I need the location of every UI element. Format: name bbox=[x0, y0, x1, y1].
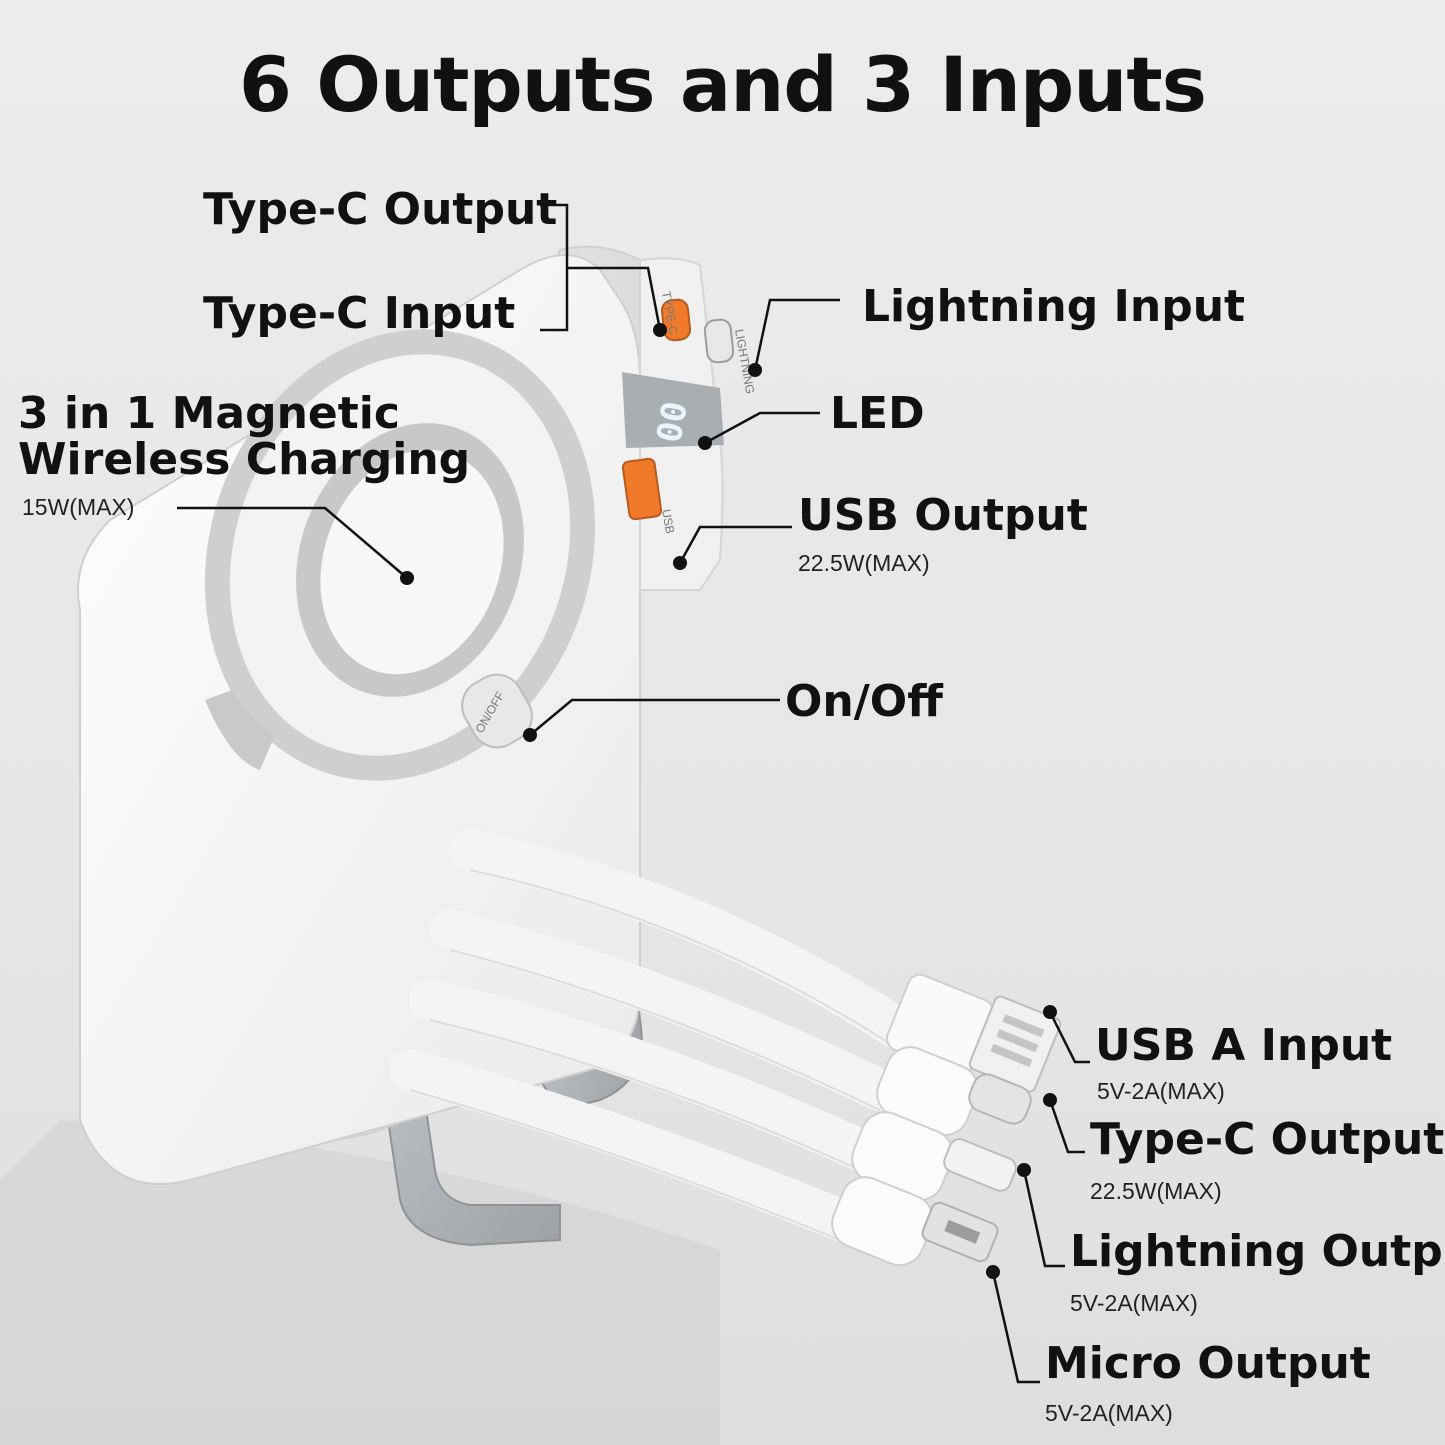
usb-port bbox=[621, 457, 663, 521]
type-c-connector bbox=[876, 1046, 1032, 1137]
charging-pad bbox=[320, 449, 504, 675]
label-usb-a-input-power: 5V-2A(MAX) bbox=[1097, 1078, 1225, 1104]
label-magnetic-power: 15W(MAX) bbox=[22, 494, 135, 520]
label-micro-output-power: 5V-2A(MAX) bbox=[1045, 1400, 1173, 1426]
label-magnetic-line1: 3 in 1 Magnetic bbox=[18, 388, 400, 439]
page-title: 6 Outputs and 3 Inputs bbox=[239, 40, 1207, 129]
label-usb-output-power: 22.5W(MAX) bbox=[798, 550, 930, 576]
label-lightning-output: Lightning Output bbox=[1070, 1226, 1445, 1277]
type-c-port bbox=[660, 298, 692, 342]
label-magnetic-line2: Wireless Charging bbox=[18, 434, 471, 485]
callout-dots bbox=[400, 323, 1057, 1279]
label-lightning-output-power: 5V-2A(MAX) bbox=[1070, 1290, 1198, 1316]
floor-shadow bbox=[0, 1120, 720, 1445]
micro-usb-connector bbox=[831, 1176, 999, 1267]
label-lightning-input: Lightning Input bbox=[862, 281, 1246, 332]
label-type-c-output-cable: Type-C Output bbox=[1090, 1114, 1445, 1165]
retractable-cables bbox=[389, 829, 921, 1241]
led-display: 00 bbox=[649, 398, 696, 445]
label-led: LED bbox=[830, 388, 925, 439]
label-usb-output: USB Output bbox=[798, 490, 1088, 541]
label-type-c-input: Type-C Input bbox=[203, 288, 516, 339]
power-button bbox=[461, 673, 533, 749]
port-label-lightning: LIGHTNING bbox=[732, 328, 757, 395]
callout-lines bbox=[177, 203, 1090, 1384]
led-panel bbox=[622, 372, 724, 448]
label-type-c-output-top: Type-C Output bbox=[203, 184, 558, 235]
label-type-c-output-cable-power: 22.5W(MAX) bbox=[1090, 1178, 1222, 1204]
lightning-port bbox=[703, 318, 735, 364]
magnet-alignment-tab bbox=[205, 690, 275, 770]
lightning-connector bbox=[851, 1111, 1017, 1202]
port-label-usb: USB bbox=[659, 508, 677, 535]
label-on-off: On/Off bbox=[785, 676, 943, 727]
label-usb-a-input: USB A Input bbox=[1095, 1020, 1393, 1071]
label-micro-output: Micro Output bbox=[1045, 1338, 1371, 1389]
